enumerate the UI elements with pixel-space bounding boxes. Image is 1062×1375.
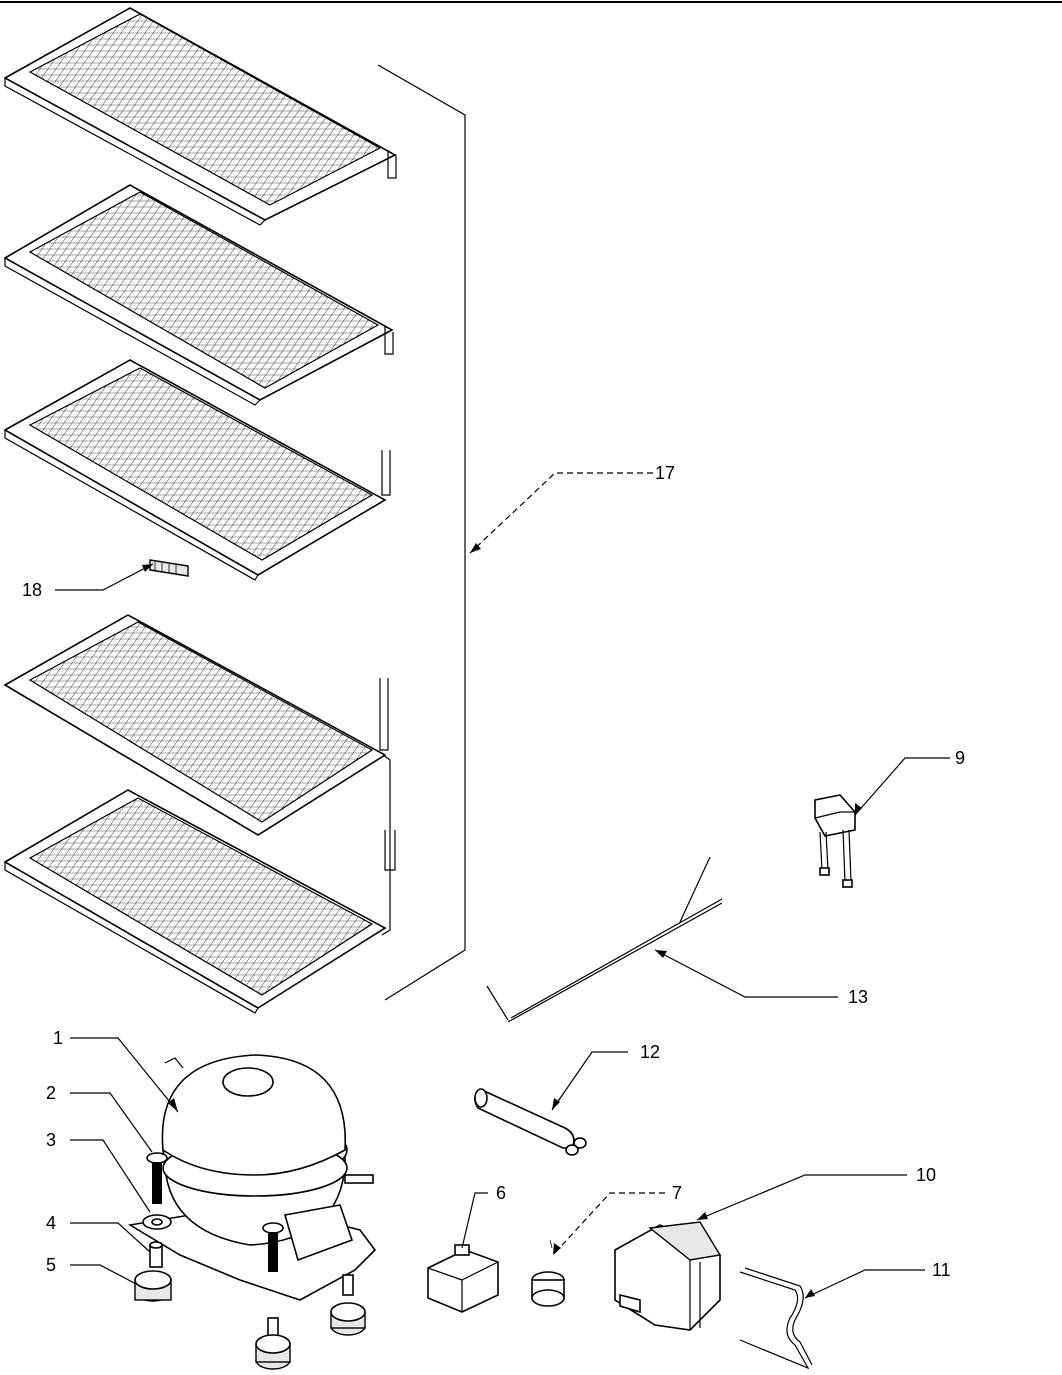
callout-4: 4 bbox=[46, 1213, 56, 1233]
callout-17: 17 bbox=[655, 463, 675, 483]
sensor-part-9 bbox=[814, 794, 856, 888]
evaporator-shelf-4 bbox=[3, 614, 391, 936]
evaporator-shelf-1 bbox=[3, 7, 397, 226]
callout-3: 3 bbox=[46, 1130, 56, 1150]
callout-11: 11 bbox=[932, 1260, 951, 1280]
arrowheads bbox=[142, 543, 862, 1298]
callout-5: 5 bbox=[46, 1255, 56, 1275]
callout-1: 1 bbox=[53, 1028, 63, 1048]
callout-2: 2 bbox=[46, 1083, 56, 1103]
callout-10: 10 bbox=[916, 1165, 936, 1185]
evaporator-shelf-5 bbox=[3, 789, 396, 1014]
grommet-part-5 bbox=[134, 1270, 366, 1370]
leader-lines bbox=[55, 472, 950, 1299]
evaporator-group-bracket bbox=[377, 64, 466, 1001]
callout-13: 13 bbox=[848, 987, 868, 1007]
clip-part-11 bbox=[739, 1271, 810, 1370]
relay-part-6 bbox=[427, 1244, 499, 1313]
callout-12: 12 bbox=[640, 1042, 660, 1062]
callout-9: 9 bbox=[955, 748, 965, 768]
evaporator-shelf-3 bbox=[3, 359, 391, 581]
compressor-part-1 bbox=[127, 1054, 377, 1301]
clip-part-18 bbox=[149, 559, 189, 577]
evaporator-shelf-2 bbox=[3, 184, 394, 406]
sleeve-part-4 bbox=[149, 1241, 354, 1341]
filter-drier-part-12 bbox=[474, 1088, 587, 1156]
overload-part-7 bbox=[531, 1239, 565, 1307]
callout-7: 7 bbox=[672, 1183, 682, 1203]
bolt-part-2 bbox=[146, 1152, 284, 1272]
callout-18: 18 bbox=[22, 580, 42, 600]
washer-part-3 bbox=[142, 1214, 172, 1230]
callout-6: 6 bbox=[496, 1183, 506, 1203]
capillary-tube-part-13 bbox=[486, 856, 723, 1023]
relay-cover-part-10 bbox=[614, 1221, 722, 1331]
